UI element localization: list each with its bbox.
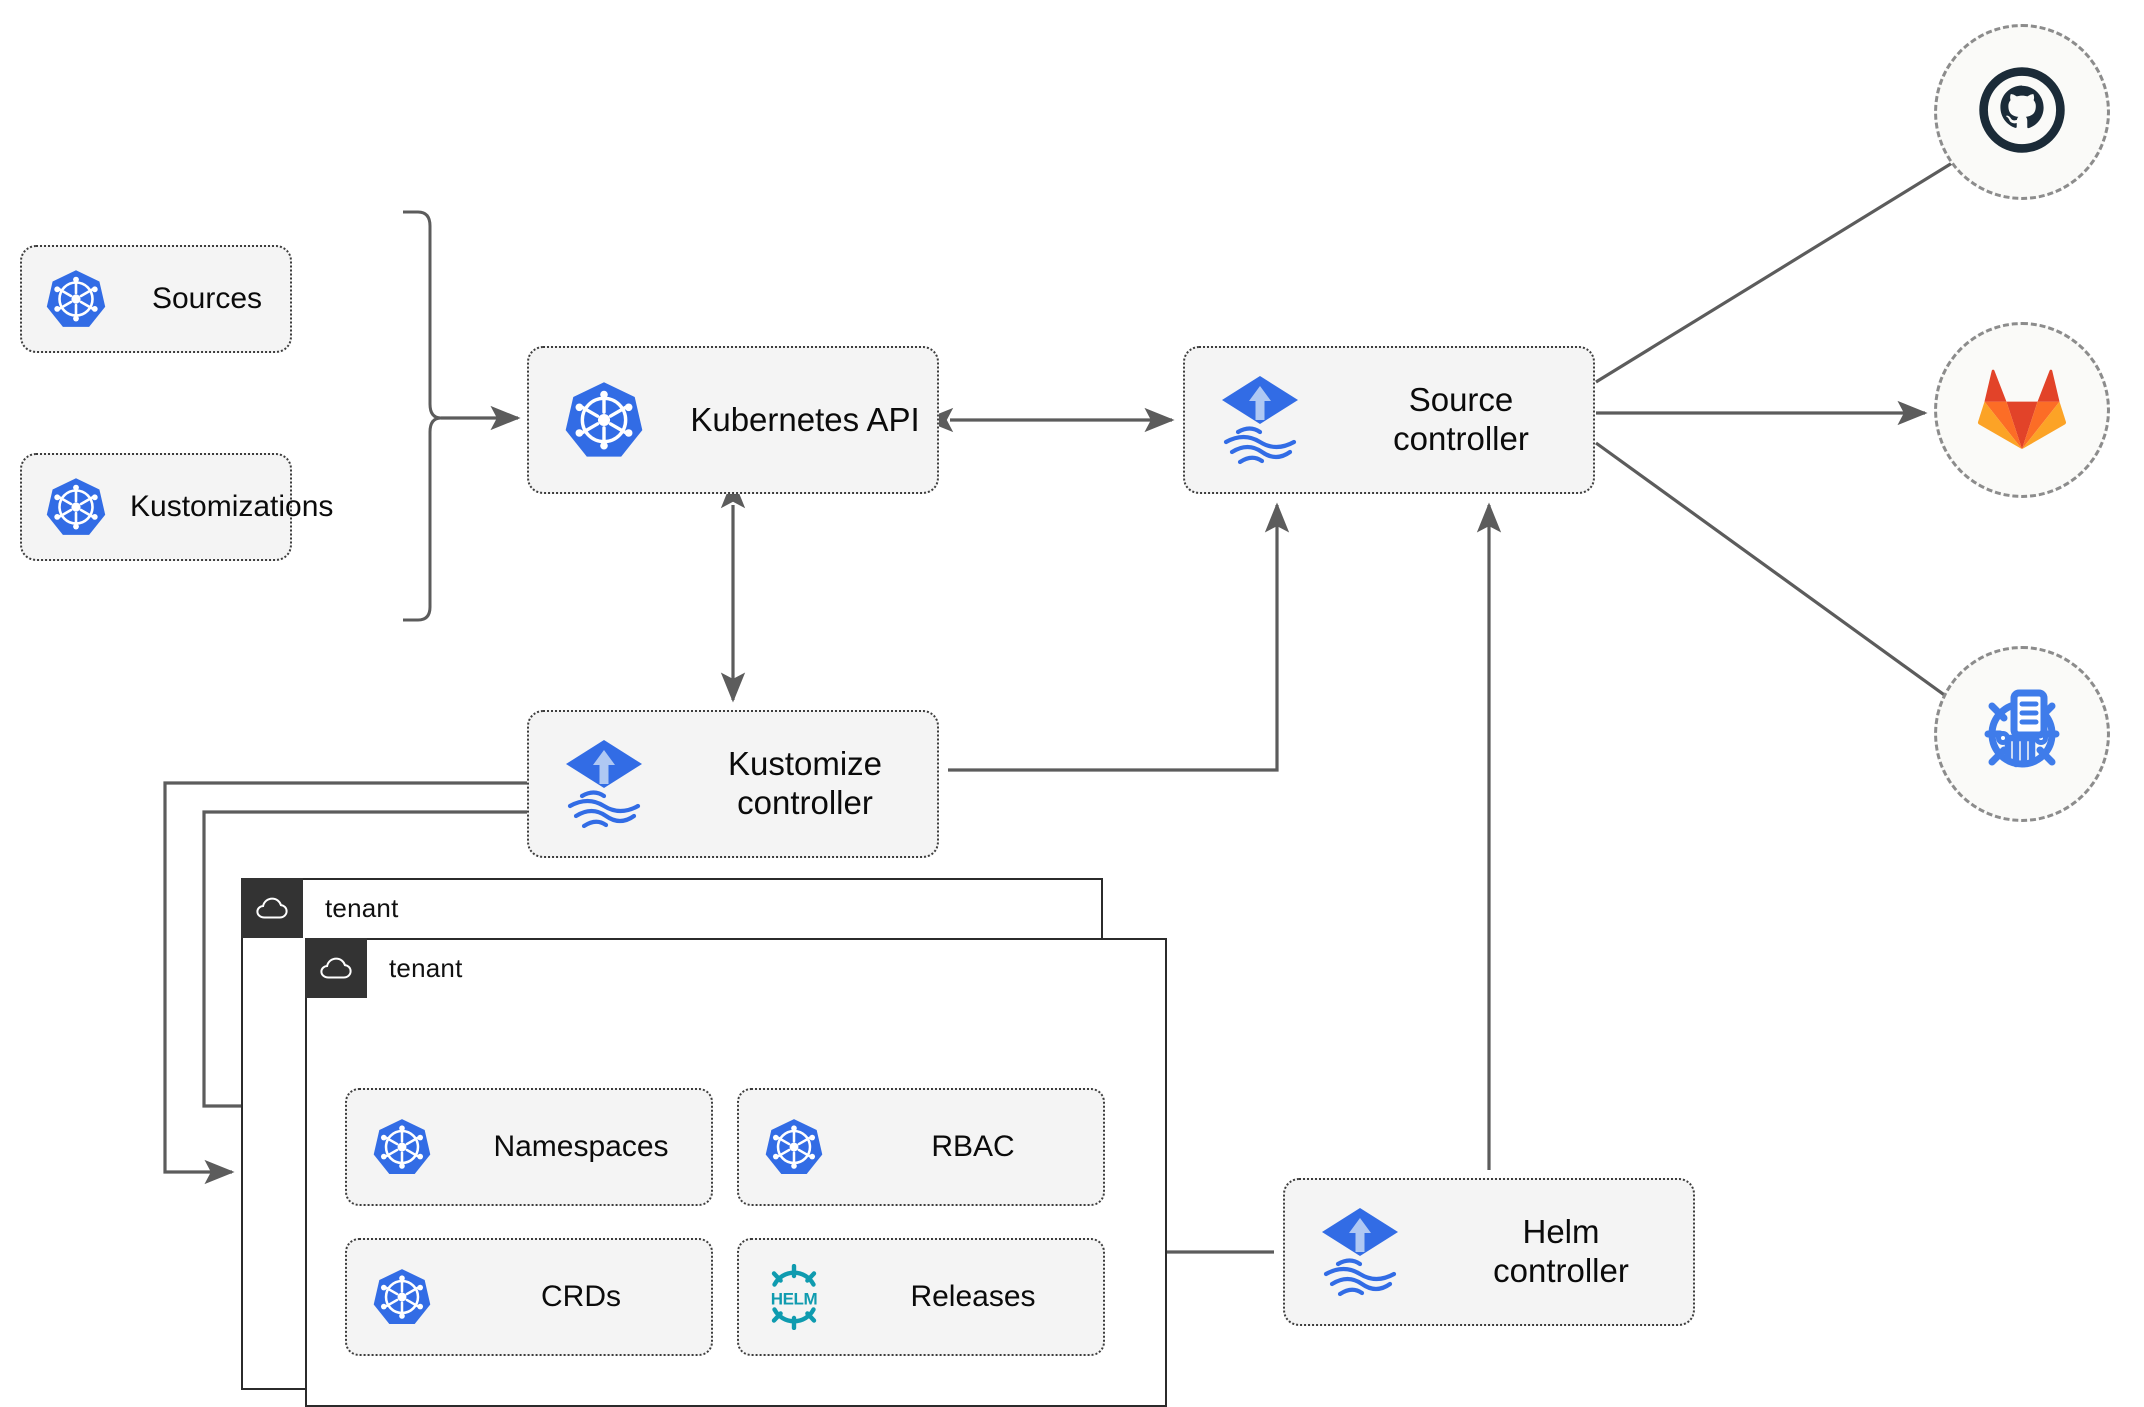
tile-namespaces-label: Namespaces	[493, 1130, 669, 1163]
flux-icon	[1185, 374, 1335, 466]
flux-icon	[1285, 1206, 1435, 1298]
tenant-title-bar: tenant	[305, 938, 463, 998]
kubernetes-icon	[22, 267, 130, 331]
edge-kustomize-controller-source-controller	[948, 502, 1290, 772]
node-sources[interactable]: Sources	[20, 245, 292, 353]
tenant-name: tenant	[325, 892, 399, 923]
node-source-controller[interactable]: Source controller	[1183, 346, 1595, 494]
node-helm-controller[interactable]: Helm controller	[1283, 1178, 1695, 1326]
node-source-controller-label: Source controller	[1393, 381, 1529, 457]
tile-rbac[interactable]: RBAC	[737, 1088, 1105, 1206]
github-icon	[1974, 62, 2070, 163]
tile-crds[interactable]: CRDs	[345, 1238, 713, 1356]
node-helm-controller-label: Helm controller	[1493, 1213, 1629, 1289]
tile-releases-label: Releases	[910, 1280, 1036, 1313]
edge-source-controller-github	[1595, 134, 1999, 384]
svg-text:HELM: HELM	[771, 1290, 818, 1309]
node-kubernetes-api[interactable]: Kubernetes API	[527, 346, 939, 494]
tenant-title-bar: tenant	[241, 878, 399, 938]
node-sources-label: Sources	[151, 282, 263, 316]
kubernetes-icon	[22, 475, 130, 539]
provider-helm-repository[interactable]	[1934, 646, 2110, 822]
tile-releases[interactable]: HELM Releases	[737, 1238, 1105, 1356]
tile-namespaces[interactable]: Namespaces	[345, 1088, 713, 1206]
tile-rbac-label: RBAC	[931, 1130, 1015, 1163]
helm-repository-icon	[1970, 680, 2074, 789]
flux-icon	[529, 738, 679, 830]
node-kustomize-controller-label: Kustomize controller	[727, 745, 883, 821]
node-kubernetes-api-label: Kubernetes API	[690, 400, 920, 438]
node-kustomizations-label: Kustomizations	[130, 490, 334, 524]
edge-brace-group	[403, 210, 442, 622]
kubernetes-icon	[347, 1266, 457, 1328]
kubernetes-icon	[739, 1116, 849, 1178]
provider-github[interactable]	[1934, 24, 2110, 200]
cloud-icon	[241, 878, 303, 938]
node-kustomize-controller[interactable]: Kustomize controller	[527, 710, 939, 858]
edge-source-controller-helm-repository	[1595, 441, 1993, 730]
tile-crds-label: CRDs	[541, 1280, 621, 1313]
kubernetes-icon	[347, 1116, 457, 1178]
helm-icon: HELM	[739, 1264, 849, 1330]
node-kustomizations[interactable]: Kustomizations	[20, 453, 333, 561]
tenant-body: Namespaces	[307, 1000, 1165, 1405]
gitlab-icon	[1976, 365, 2068, 456]
kubernetes-icon	[529, 378, 679, 462]
tenant-window-front[interactable]: tenant	[305, 938, 1167, 1407]
cloud-icon	[305, 938, 367, 998]
tenant-name: tenant	[389, 952, 463, 983]
provider-gitlab[interactable]	[1934, 322, 2110, 498]
